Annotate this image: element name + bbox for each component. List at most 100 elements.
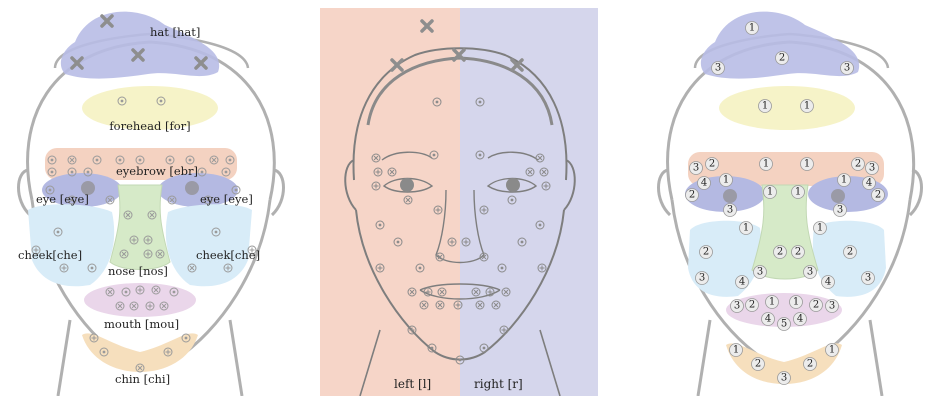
cross-marker-icon	[159, 301, 169, 311]
eye-number-marker: 2	[685, 188, 699, 202]
plus-marker-icon	[423, 287, 433, 297]
cheek-number-label: 1	[743, 223, 749, 234]
dot-marker-icon	[479, 343, 489, 353]
eye-number-marker: 3	[833, 203, 847, 217]
nose-number-marker: 2	[773, 245, 787, 259]
eyebrow-number-marker: 3	[689, 161, 703, 175]
eyebrow-number-label: 3	[693, 163, 699, 174]
sides-face-diagram: left [l] right [r]	[320, 8, 598, 396]
chin-number-marker: 3	[777, 371, 791, 385]
dot-marker-icon	[393, 237, 403, 247]
cheek-number-marker: 4	[821, 275, 835, 289]
cross-marker-icon	[105, 195, 115, 205]
dot-marker-icon	[169, 287, 179, 297]
eyebrow-number-label: 2	[709, 159, 715, 170]
mouth-number-marker: 1	[765, 295, 779, 309]
x-marker-icon	[510, 58, 524, 72]
nose-number-marker: 1	[791, 185, 805, 199]
chin-number-marker: 1	[825, 343, 839, 357]
dot-marker-icon	[225, 155, 235, 165]
mouth-number-marker: 1	[789, 295, 803, 309]
hat-number-marker: 2	[775, 51, 789, 65]
dot-marker-icon	[165, 155, 175, 165]
mouth-number-label: 1	[793, 297, 799, 308]
mouth-label: mouth [mou]	[104, 317, 179, 331]
nose-number-marker: 3	[803, 265, 817, 279]
hat-region	[60, 11, 220, 79]
dot-marker-icon	[121, 287, 131, 297]
cross-marker-icon	[187, 263, 197, 273]
dot-marker-icon	[156, 96, 166, 106]
plus-marker-icon	[461, 237, 471, 247]
cheek-number-label: 3	[865, 273, 871, 284]
mouth-number-marker: 3	[730, 299, 744, 313]
plus-marker-icon	[485, 287, 495, 297]
eyebrow-number-marker: 3	[865, 161, 879, 175]
cheek-number-label: 4	[825, 277, 831, 288]
eye-number-label: 2	[689, 190, 695, 201]
forehead-number-marker: 1	[758, 99, 772, 113]
cross-marker-icon	[123, 210, 133, 220]
plus-marker-icon	[541, 181, 551, 191]
plus-marker-icon	[407, 325, 417, 335]
eyebrow-number-label: 4	[701, 178, 707, 189]
forehead-label: forehead [for]	[109, 119, 190, 133]
forehead-number-label: 1	[762, 101, 768, 112]
mouth-number-marker: 4	[761, 312, 775, 326]
dot-marker-icon	[47, 167, 57, 177]
plus-marker-icon	[143, 235, 153, 245]
dot-marker-icon	[475, 97, 485, 107]
dot-marker-icon	[197, 167, 207, 177]
plus-marker-icon	[163, 347, 173, 357]
x-marker-icon	[452, 48, 466, 62]
plus-marker-icon	[537, 263, 547, 273]
dot-marker-icon	[92, 155, 102, 165]
dot-marker-icon	[203, 195, 213, 205]
cross-marker-icon	[419, 300, 429, 310]
sides-panel: left [l] right [r]	[320, 0, 600, 396]
hat-number-label: 2	[779, 53, 785, 64]
mouth-number-label: 3	[829, 301, 835, 312]
dot-marker-icon	[181, 333, 191, 343]
nose-number-label: 1	[795, 187, 801, 198]
eyebrow-label: eyebrow [ebr]	[116, 164, 198, 178]
plus-marker-icon	[135, 285, 145, 295]
cross-marker-icon	[435, 252, 445, 262]
nose-number-marker: 1	[763, 185, 777, 199]
cross-marker-icon	[403, 195, 413, 205]
forehead-number-marker: 1	[800, 99, 814, 113]
cheek-number-label: 2	[847, 247, 853, 258]
cross-marker-icon	[151, 285, 161, 295]
chin-number-label: 2	[755, 359, 761, 370]
cross-marker-icon	[105, 287, 115, 297]
cross-marker-icon	[147, 210, 157, 220]
nose-number-label: 2	[795, 247, 801, 258]
cheek-left-label: cheek[che]	[18, 248, 82, 262]
nose-number-label: 3	[807, 267, 813, 278]
chin-number-marker: 2	[803, 357, 817, 371]
dot-marker-icon	[115, 155, 125, 165]
cheek-number-label: 2	[703, 247, 709, 258]
dot-marker-icon	[475, 150, 485, 160]
cross-marker-icon	[115, 301, 125, 311]
hat-number-marker: 3	[840, 61, 854, 75]
eye-number-marker: 1	[719, 173, 733, 187]
plus-marker-icon	[31, 245, 41, 255]
dot-marker-icon	[67, 167, 77, 177]
cheek-number-marker: 1	[739, 221, 753, 235]
nose-number-marker: 2	[791, 245, 805, 259]
eye-number-label: 1	[841, 175, 847, 186]
dot-marker-icon	[427, 343, 437, 353]
eyebrow-number-label: 4	[866, 178, 872, 189]
dot-marker-icon	[231, 185, 241, 195]
x-marker-icon	[420, 19, 434, 33]
cross-marker-icon	[67, 155, 77, 165]
eyebrow-number-label: 3	[869, 163, 875, 174]
x-marker-icon	[70, 56, 84, 70]
nose-number-marker: 3	[753, 265, 767, 279]
mouth-number-label: 4	[797, 314, 803, 325]
nose-number-label: 3	[757, 267, 763, 278]
eyebrow-number-marker: 4	[697, 176, 711, 190]
dot-marker-icon	[87, 263, 97, 273]
plus-marker-icon	[499, 325, 509, 335]
